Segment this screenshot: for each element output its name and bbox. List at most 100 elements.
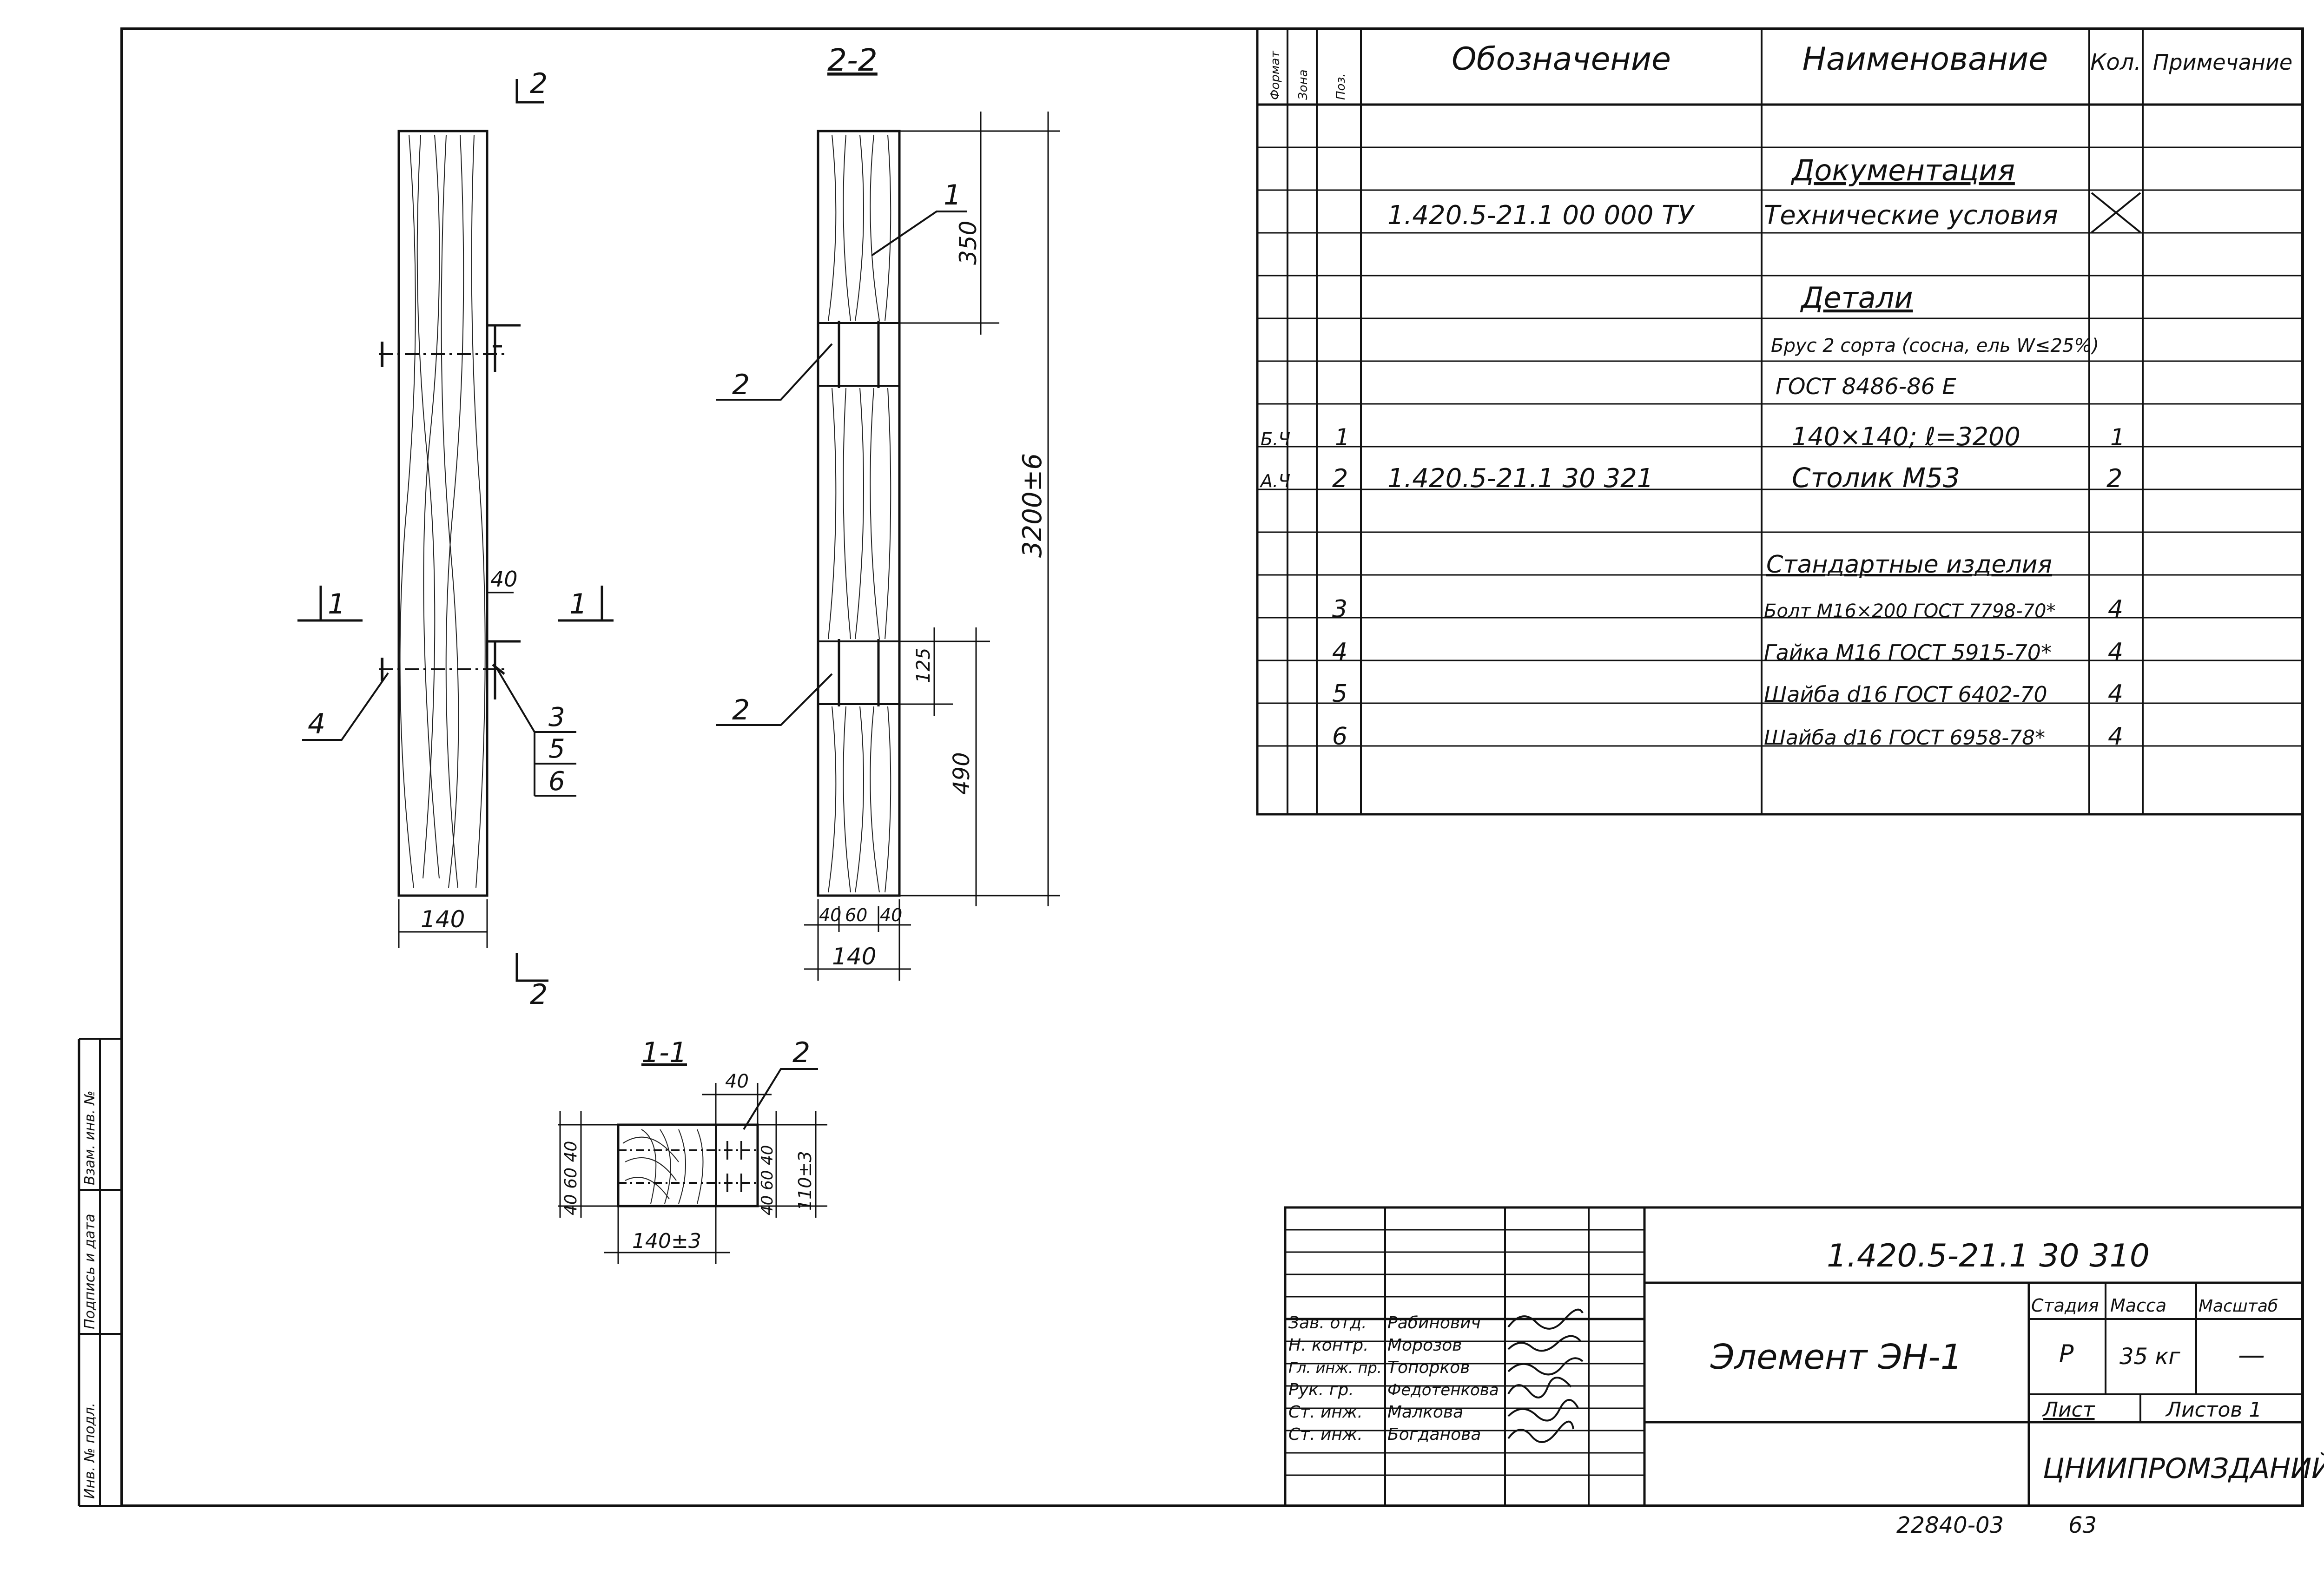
spec-row: Детали	[1800, 281, 1913, 315]
dim-sec-40: 40	[725, 1071, 749, 1092]
header-pos: Поз.	[1334, 73, 1348, 100]
spec-row-name: 140×140; ℓ=3200	[1792, 422, 2020, 451]
spec-row-qty: 4	[2108, 595, 2123, 623]
person-name: Топорков	[1387, 1358, 1470, 1377]
spec-row-name: Документация	[1790, 153, 2015, 187]
end-grain	[622, 1129, 704, 1204]
spec-row: Б.Ч 1 140×140; ℓ=3200 1	[1261, 422, 2125, 451]
person-role: Зав. отд.	[1288, 1313, 1367, 1332]
spec-row-name: Брус 2 сорта (сосна, ель W≤25%)	[1771, 335, 2099, 356]
dim-140: 140	[421, 906, 465, 933]
spec-row-name: Столик М53	[1792, 462, 1960, 494]
signature-rows: Зав. отд. Рабинович Н. контр. Морозов Гл…	[1288, 1313, 1499, 1444]
spec-row: А.Ч 2 1.420.5-21.1 30 321 Столик М53 2	[1259, 462, 2122, 494]
spec-table: Формат Зона Поз. Обозначение Наименовани…	[1256, 27, 2304, 816]
side-strip-inv: Инв. № подл.	[82, 1403, 98, 1499]
beam-elevation-view: 40 140 2 2 1 1 4 3 5 6	[297, 67, 614, 1011]
spec-row: Брус 2 сорта (сосна, ель W≤25%)	[1771, 335, 2099, 356]
spec-row-qty: 2	[2106, 464, 2122, 493]
cut-mark-2-bottom: 2	[530, 978, 548, 1011]
person-role: Гл. инж. пр.	[1288, 1359, 1382, 1377]
stage-value: Р	[2059, 1340, 2074, 1368]
spec-row: 6 Шайба d16 ГОСТ 6958-78* 4	[1332, 723, 2123, 751]
sheets-label: Листов 1	[2165, 1398, 2262, 1422]
signature-scribbles	[1507, 1308, 1584, 1443]
spec-row-qty: 1	[2110, 424, 2125, 451]
spec-row-pos: 5	[1332, 680, 1347, 708]
sheet-label: Лист	[2042, 1398, 2095, 1422]
side-strip-sign: Подпись и дата	[82, 1214, 98, 1330]
side-strip-replace: Взам. инв. №	[82, 1090, 98, 1185]
callout-2-lower: 2	[732, 694, 750, 726]
callout-1: 1	[944, 179, 961, 211]
callout-6: 4	[308, 708, 325, 740]
person-name: Богданова	[1387, 1425, 1481, 1444]
spec-row-format: Б.Ч	[1261, 429, 1290, 449]
section-1-1-view: 1-1 40 60 40 40 2	[558, 1036, 827, 1264]
archive-page: 63	[2068, 1512, 2097, 1538]
dim-40: 40	[490, 567, 518, 592]
mass-value: 35 кг	[2119, 1344, 2180, 1370]
dim-3200: 3200±6	[1017, 453, 1048, 558]
spec-row-pos: 4	[1332, 638, 1347, 666]
dim-140-bottom: 140	[832, 943, 876, 970]
callout-5: 6	[548, 766, 565, 797]
spec-row-designation: 1.420.5-21.1 30 321	[1387, 463, 1653, 494]
spec-row: 3 Болт М16×200 ГОСТ 7798-70* 4	[1332, 595, 2123, 623]
spec-row-name: Стандартные изделия	[1766, 551, 2052, 579]
spec-row: Стандартные изделия	[1766, 551, 2052, 579]
spec-row-pos: 2	[1332, 464, 1348, 493]
spec-row-qty: 4	[2108, 680, 2123, 708]
wood-grain	[828, 134, 891, 893]
person-role: Н. контр.	[1288, 1336, 1369, 1355]
dim-40-left: 40	[819, 905, 841, 925]
spec-row-pos: 6	[1332, 723, 1347, 751]
spec-row: 1.420.5-21.1 00 000 ТУ Технические услов…	[1387, 200, 2058, 231]
dim-350: 350	[955, 221, 982, 265]
section-1-1-title: 1-1	[641, 1036, 687, 1069]
cut-mark-1-left: 1	[328, 588, 345, 620]
wood-grain	[399, 134, 486, 888]
person-role: Ст. инж.	[1288, 1403, 1363, 1422]
dim-sec-110: 110±3	[795, 1151, 815, 1211]
person-name: Федотенкова	[1387, 1381, 1499, 1399]
callout-2-section: 2	[792, 1036, 810, 1069]
dim-40-right: 40	[880, 905, 902, 925]
dim-sec-140: 140±3	[632, 1229, 701, 1253]
spec-row: Документация	[1790, 153, 2015, 187]
doc-code: 1.420.5-21.1 30 310	[1827, 1238, 2150, 1274]
scale-value: —	[2238, 1339, 2265, 1371]
title-block: 1.420.5-21.1 30 310 Элемент ЭН-1 Стадия …	[1284, 1206, 2324, 1507]
spec-row-pos: 3	[1332, 595, 1347, 623]
spec-row-qty: 4	[2108, 723, 2123, 751]
spec-row-format: А.Ч	[1259, 471, 1290, 491]
spec-row-name: ГОСТ 8486-86 Е	[1776, 374, 1956, 400]
callout-2-upper: 2	[732, 369, 750, 401]
callout-4: 5	[548, 734, 565, 764]
spec-row-name: Гайка М16 ГОСТ 5915-70*	[1764, 640, 2052, 665]
mass-label: Масса	[2110, 1295, 2166, 1316]
archive-number: 22840-03	[1896, 1512, 2004, 1538]
spec-row: 4 Гайка М16 ГОСТ 5915-70* 4	[1332, 638, 2123, 666]
header-zone: Зона	[1296, 69, 1310, 100]
section-2-2-view: 2-2 1 2 2	[716, 42, 1060, 981]
person-role: Ст. инж.	[1288, 1425, 1363, 1444]
side-strip: Инв. № подл. Подпись и дата Взам. инв. №	[78, 1038, 122, 1507]
spec-row-name: Болт М16×200 ГОСТ 7798-70*	[1764, 600, 2055, 622]
section-2-2-title: 2-2	[827, 42, 878, 78]
person-name: Морозов	[1387, 1336, 1462, 1355]
spec-row: ГОСТ 8486-86 Е	[1776, 374, 1956, 400]
person-name: Малкова	[1387, 1403, 1463, 1422]
cut-mark-2-top: 2	[530, 67, 548, 100]
spec-row-qty: 4	[2108, 638, 2123, 666]
cut-mark-1-right: 1	[569, 588, 587, 620]
dim-sec-40-60-40: 40 60 40	[758, 1145, 777, 1215]
header-name: Наименование	[1802, 41, 2048, 78]
header-format: Формат	[1268, 51, 1282, 100]
qty-cross-mark	[2091, 192, 2141, 233]
spec-row-name: Детали	[1800, 281, 1913, 315]
person-name: Рабинович	[1387, 1313, 1481, 1332]
dim-125: 125	[913, 648, 934, 683]
spec-row-designation: 1.420.5-21.1 00 000 ТУ	[1387, 200, 1695, 231]
header-designation: Обозначение	[1452, 41, 1671, 78]
